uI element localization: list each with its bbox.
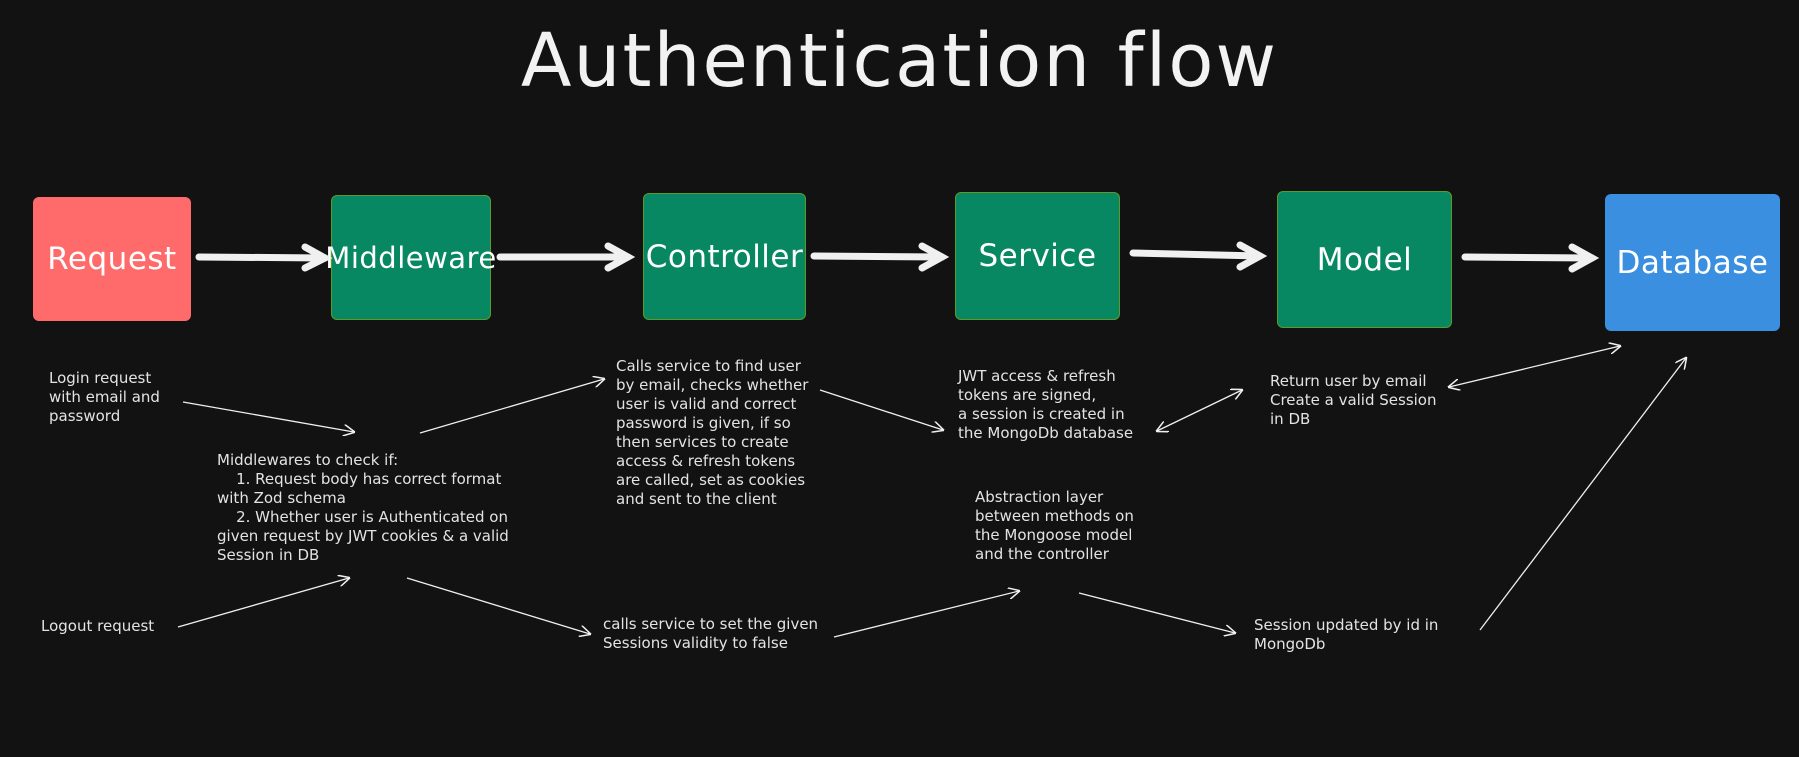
request-box[interactable]: Request xyxy=(33,197,191,321)
arrow-middleware-to-logout-note xyxy=(406,577,590,634)
service-box[interactable]: Service xyxy=(955,192,1120,320)
middleware-box[interactable]: Middleware xyxy=(325,195,496,320)
middleware-note: Middlewares to check if: 1. Request body… xyxy=(217,451,509,564)
service-label: Service xyxy=(978,238,1097,274)
arrow-middleware-controller xyxy=(496,242,636,272)
database-box[interactable]: Database xyxy=(1605,194,1780,331)
request-label: Request xyxy=(47,241,177,277)
login-request-note: Login request with email and password xyxy=(49,369,160,425)
arrow-session-note-to-database xyxy=(1479,358,1686,631)
annotation-arrows xyxy=(177,346,1686,638)
arrow-login-to-middleware xyxy=(182,401,354,432)
arrow-service-model xyxy=(1129,241,1268,271)
model-logout-note: Session updated by id in MongoDb xyxy=(1254,616,1439,653)
service-description-note: Abstraction layer between methods on the… xyxy=(975,488,1134,563)
controller-box[interactable]: Controller xyxy=(643,193,806,320)
model-label: Model xyxy=(1316,241,1413,278)
arrow-service-to-session-note xyxy=(1078,592,1235,633)
arrow-controller-to-service-note xyxy=(819,389,943,430)
main-flow-arrows xyxy=(195,241,1600,273)
arrow-model-database-link xyxy=(1449,346,1620,387)
arrow-controller-service xyxy=(810,242,950,272)
controller-logout-note: calls service to set the given Sessions … xyxy=(603,615,819,652)
model-login-note: Return user by email Create a valid Sess… xyxy=(1270,372,1437,428)
diagram-title: Authentication flow xyxy=(520,18,1279,104)
database-label: Database xyxy=(1616,244,1769,281)
controller-login-note: Calls service to find user by email, che… xyxy=(616,357,809,508)
arrow-model-database xyxy=(1461,243,1600,273)
arrow-logout-to-middleware xyxy=(177,578,349,628)
model-box[interactable]: Model xyxy=(1277,191,1452,328)
arrow-middleware-to-controller-note xyxy=(419,379,604,434)
service-login-note: JWT access & refresh tokens are signed, … xyxy=(958,367,1134,442)
logout-request-note: Logout request xyxy=(41,617,155,635)
middleware-label: Middleware xyxy=(325,240,497,275)
controller-label: Controller xyxy=(645,238,804,275)
arrow-logout-note-to-service xyxy=(833,591,1019,638)
arrow-service-model-link xyxy=(1157,390,1242,431)
arrow-request-middleware xyxy=(195,243,333,272)
